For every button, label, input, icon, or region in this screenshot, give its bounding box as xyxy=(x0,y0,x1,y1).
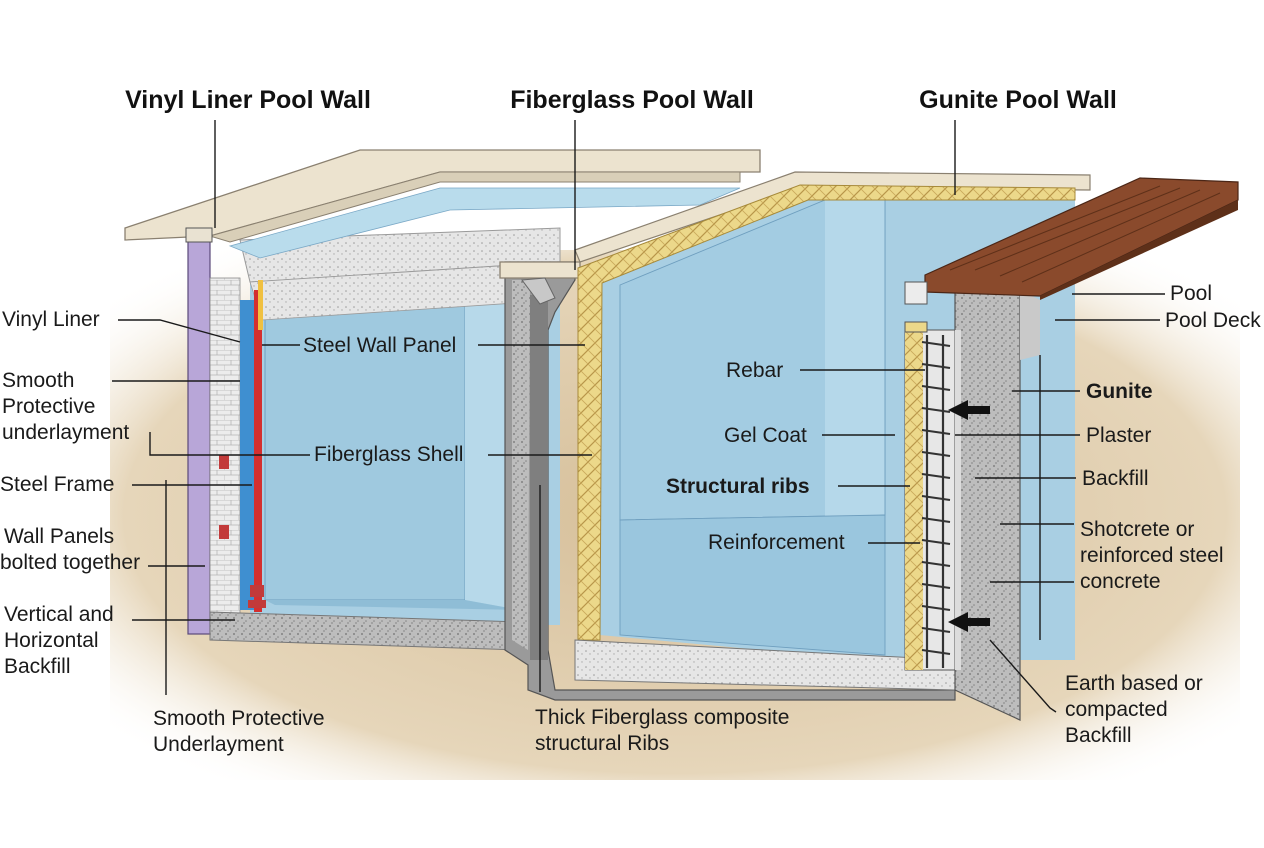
label-earth-backfill: Earth based or compacted Backfill xyxy=(1065,672,1209,747)
label-smooth-underlayment: Smooth Protective underlayment xyxy=(2,369,129,444)
rebar-horizontals xyxy=(921,341,951,655)
arrow-icon xyxy=(948,612,990,632)
title-vinyl: Vinyl Liner Pool Wall xyxy=(125,86,371,114)
label-pool-deck: Pool Deck xyxy=(1165,309,1261,332)
gunite-section xyxy=(904,177,1239,721)
label-plaster: Plaster xyxy=(1086,424,1151,447)
label-thick-fiberglass-ribs: Thick Fiberglass composite structural Ri… xyxy=(535,706,795,755)
wall-panel xyxy=(209,277,241,619)
rebar-tie xyxy=(921,539,951,545)
rebar-tie xyxy=(921,561,951,567)
label-shotcrete: Shotcrete or reinforced steel concrete xyxy=(1080,518,1229,593)
steel-wall-panel-strip xyxy=(254,290,262,612)
rebar-verticals xyxy=(925,335,945,668)
rebar-tie xyxy=(921,473,951,479)
title-fiberglass: Fiberglass Pool Wall xyxy=(510,86,754,114)
rebar-tie xyxy=(921,583,951,589)
title-gunite: Gunite Pool Wall xyxy=(919,86,1117,114)
rebar-tie xyxy=(921,517,951,523)
label-structural-ribs: Structural ribs xyxy=(666,475,810,498)
rebar-tie xyxy=(921,407,951,413)
label-steel-wall-panel: Steel Wall Panel xyxy=(303,334,456,357)
vinyl-section xyxy=(124,149,761,651)
label-gel-coat: Gel Coat xyxy=(724,424,807,447)
rebar-tie xyxy=(921,341,951,347)
fiberglass-rib-wall xyxy=(577,184,1076,641)
arrow-icon xyxy=(948,400,990,420)
rebar-tie xyxy=(921,605,951,611)
label-reinforcement: Reinforcement xyxy=(708,531,845,554)
label-pool: Pool xyxy=(1170,282,1212,305)
label-vinyl-liner: Vinyl Liner xyxy=(2,308,100,331)
label-gunite: Gunite xyxy=(1086,380,1153,403)
label-wall-panels: Wall Panels bolted together xyxy=(0,525,140,574)
rebar-tie xyxy=(921,495,951,501)
rebar-tie xyxy=(921,429,951,435)
rebar-tie xyxy=(921,451,951,457)
label-vertical-backfill: Vertical and Horizontal Backfill xyxy=(4,603,120,678)
label-steel-frame: Steel Frame xyxy=(0,473,114,496)
rebar-tie xyxy=(921,385,951,391)
rebar-tie xyxy=(921,627,951,633)
rebar-tie xyxy=(921,649,951,655)
label-rebar: Rebar xyxy=(726,359,783,382)
rebar-tie xyxy=(921,363,951,369)
steel-frame-post xyxy=(187,239,211,635)
label-smooth-underlayment-bottom: Smooth Protective Underlayment xyxy=(153,707,330,756)
middle-wall xyxy=(499,261,956,701)
label-fiberglass-shell: Fiberglass Shell xyxy=(314,443,463,466)
label-backfill: Backfill xyxy=(1082,467,1149,490)
